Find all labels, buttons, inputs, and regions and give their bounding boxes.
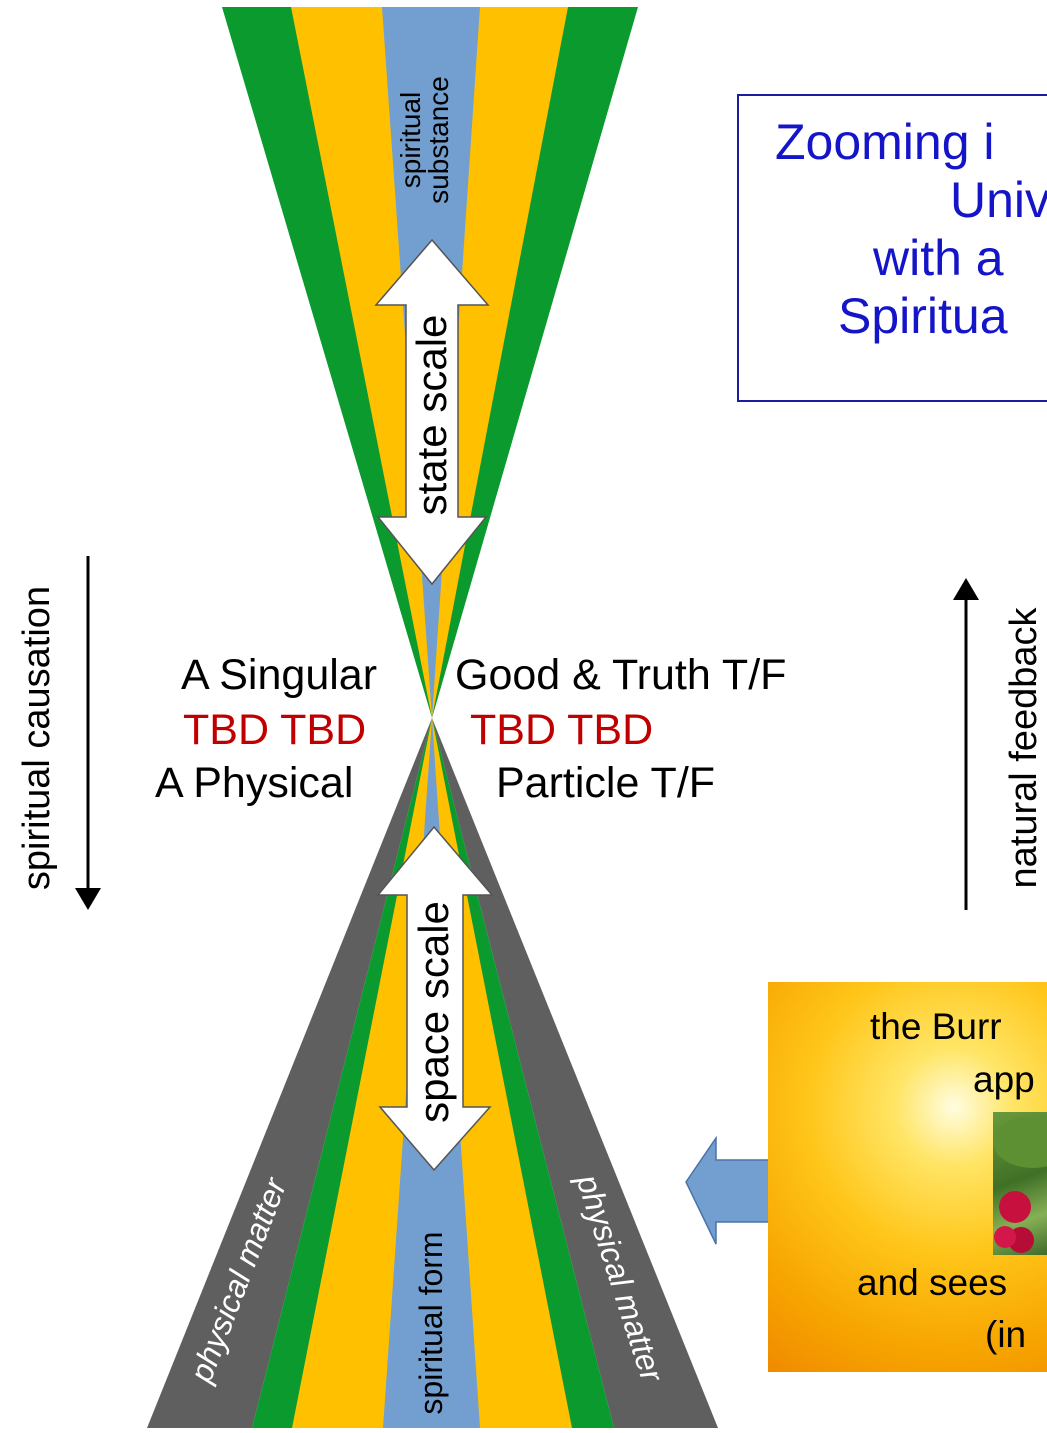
space-scale-label: space scale: [410, 901, 457, 1123]
photo-caption-line-1: the Burr: [870, 1006, 1002, 1047]
spiritual-form-label: spiritual form: [413, 1231, 449, 1415]
state-scale-label: state scale: [408, 314, 455, 516]
spiritual-causation-arrowhead: [75, 888, 101, 910]
bottom-cone-gray-band-right: [432, 718, 718, 1428]
natural-feedback-arrowhead: [953, 578, 979, 600]
title-line-2: Univ: [950, 172, 1047, 228]
row3-right-text: Particle T/F: [496, 759, 716, 807]
row1-right-text: Good & Truth T/F: [455, 651, 787, 699]
photo-caption-line-4: (in: [985, 1314, 1027, 1355]
photo-caption-line-3: and sees: [857, 1262, 1008, 1303]
natural-feedback-label: natural feedback: [1003, 607, 1045, 889]
photo-caption-line-2: app: [973, 1059, 1035, 1100]
space-scale-double-arrow: [376, 825, 494, 1172]
row1-left-text: A Singular: [181, 651, 378, 699]
spiritual-causation-label: spiritual causation: [16, 585, 58, 891]
raspberry-icon: [993, 1116, 1047, 1253]
row2-left-text: TBD TBD: [183, 706, 367, 754]
title-line-4: Spiritua: [838, 288, 1008, 344]
title-line-3: with a: [873, 230, 1004, 286]
raspberry-photo: [993, 1112, 1047, 1255]
title-box: [737, 94, 1047, 402]
row2-right-text: TBD TBD: [470, 706, 654, 754]
row3-left-text: A Physical: [155, 759, 354, 807]
state-scale-double-arrow: [374, 238, 490, 586]
bottom-cone-gray-band-left: [147, 718, 432, 1428]
spiritual-substance-label: spiritual substance: [395, 76, 454, 204]
title-line-1: Zooming i: [775, 114, 995, 170]
